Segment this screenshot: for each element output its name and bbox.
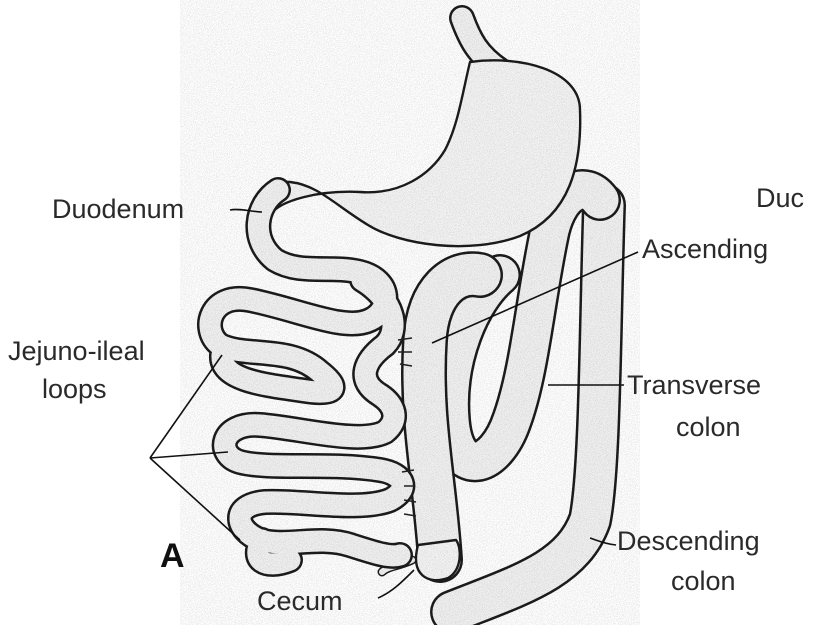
label-duodenum: Duodenum [52,194,184,225]
label-ascending: Ascending [642,234,768,265]
label-jejuno-ileal-line2: loops [42,374,107,405]
label-transverse-line2: colon [676,412,741,443]
label-transverse-line1: Transverse [627,370,761,401]
label-descending-line1: Descending [617,526,760,557]
panel-letter: A [160,537,185,576]
label-cecum: Cecum [257,586,343,617]
label-jejuno-ileal-line1: Jejuno-ileal [8,336,145,367]
stipple-shading [180,0,640,625]
label-duodenum-cut: Duc [756,183,804,214]
label-descending-line2: colon [671,566,736,597]
